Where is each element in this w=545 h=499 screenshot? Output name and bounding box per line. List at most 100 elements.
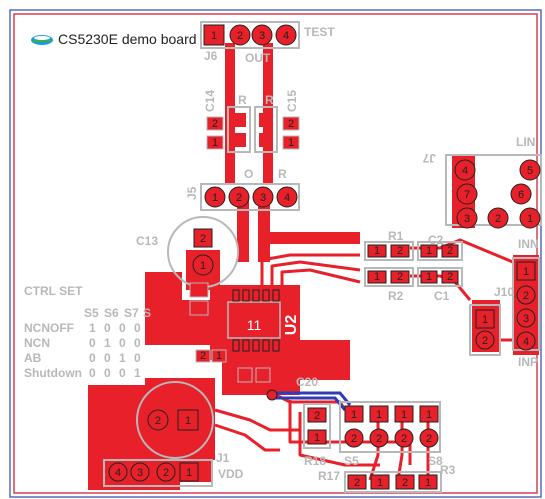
c14-body-pad-b [232,133,246,147]
c1-pin-1: 1 [426,271,432,283]
j5-pad-4 [276,186,298,208]
label-c2: C2 [428,233,444,247]
copper-out-band-1 [225,43,235,183]
ctrl-row-values: 0 0 0 1 [89,366,141,380]
c2-pin-1: 1 [426,245,432,257]
ctrl-row-mode: Shutdown [24,366,82,380]
ic-u2-pin-label: 11 [247,317,262,333]
label-test: TEST [304,25,335,39]
label-r18: R18 [304,454,326,468]
c14-outline [227,106,251,153]
label-o: O [244,167,253,181]
c13-pad-1 [192,254,214,276]
label-j7: J7 [422,151,436,165]
jsmall-pads: 1 2 [475,309,495,350]
cbig-outline [136,381,214,459]
label-r-left: R [238,93,247,107]
j10-pin-4: 4 [523,336,529,348]
label-c13: C13 [136,234,158,248]
u2-small-pad-2 [195,349,211,363]
cbig-pad-2 [147,409,169,431]
via-c20 [266,389,278,401]
j6-pin-4: 4 [283,30,289,42]
copper-mid-bus [270,232,360,244]
ctrl-col-s6: S6 [104,306,119,320]
j1-pads: 4 3 2 1 [108,462,199,482]
label-j1: J1 [216,451,230,465]
label-out: OUT [245,51,271,65]
j7-pin-7: 7 [464,189,470,201]
ic-u2-pins-bottom [232,339,280,352]
label-j6: J6 [204,49,218,63]
j5-pin-2: 2 [236,192,242,204]
j10-pin-3: 3 [523,313,529,325]
j6-outline [200,21,300,49]
sw-top-pin-3: 1 [401,409,407,421]
j7-pad-7 [456,183,478,205]
j1-pad-4 [108,462,128,482]
trace-sw-3 [214,408,300,432]
r1-pin-2: 2 [397,245,403,257]
switch-top-pads [344,405,439,423]
label-inp: INP [518,355,538,369]
label-c20: C20 [296,375,318,389]
j7-pin-5: 5 [527,165,533,177]
j7-pad-4 [454,159,476,181]
u2-small-pad-1 [211,349,227,363]
c13-pin-1: 1 [200,260,206,272]
c15-pads: 2 1 [259,113,300,150]
j6-pad-4 [275,24,297,46]
j6-pad-2 [229,24,251,46]
ctrl-row-values: 0 0 1 0 [89,351,141,365]
label-j10: J10 [494,285,514,299]
r1-outline [364,241,414,261]
sw-bot-pin-2: 2 [376,433,382,445]
r2-pads: 1 2 [367,270,410,284]
board-outline-red [13,13,538,494]
j1-pad-3 [130,462,150,482]
j5-pad-2 [228,186,250,208]
sw-bot-pin-3: 2 [401,433,407,445]
r2-pin-2: 2 [397,271,403,283]
r3-pads: 2 1 [395,474,438,490]
copper-j5-band-1 [237,200,249,262]
jsmall-pad-1 [475,309,495,329]
silkscreen-outlines [103,21,542,493]
c15-pad-2 [282,116,300,131]
j5-pad-3 [252,186,274,208]
ctrl-set-table: CTRL SET S5 S6 S7 S NCNOFF 1 0 0 0 NCN 0… [24,284,151,380]
label-r3: R3 [440,463,456,477]
label-r-right: R [265,93,274,107]
j6-pad-1 [203,24,225,46]
c15-pad-1 [282,135,300,150]
r1-pads: 1 2 [367,244,410,258]
j1-pin-1: 1 [186,467,192,479]
j5-pad-1 [204,186,226,208]
c14-pad-1 [206,135,224,150]
c1-outline [417,267,463,287]
c14-pads: 2 1 [206,113,246,150]
c2-outline [417,241,463,261]
ic-u2: 11 U2 [227,289,300,352]
r17-pin-2: 2 [354,477,360,489]
j10-pads: 1 2 3 4 [516,261,536,351]
j7-pad-5 [519,159,541,181]
j1-pin-4: 4 [115,467,121,479]
label-r17: R17 [318,469,340,483]
label-s8: S8 [428,454,443,468]
ic-u2-body [227,301,281,339]
cbig-pad-1 [177,409,199,431]
j1-pad-2 [156,462,176,482]
u2-pad-right-a [237,367,253,383]
ctrl-row-values: 1 0 0 0 [89,321,141,335]
jsmall-pin-1: 1 [482,314,488,326]
ctrl-col-s8: S [143,306,151,320]
ic-u2-pins-top [232,289,280,302]
trace-ic-r3 [280,268,361,290]
c2-pin-2: 2 [447,245,453,257]
c15-body-pad-a [259,113,273,127]
c13-pin-2: 2 [200,233,206,245]
ctrl-row-mode: AB [24,351,42,365]
j7-pin-1: 1 [527,213,533,225]
jsmall-pin-2: 2 [482,335,488,347]
